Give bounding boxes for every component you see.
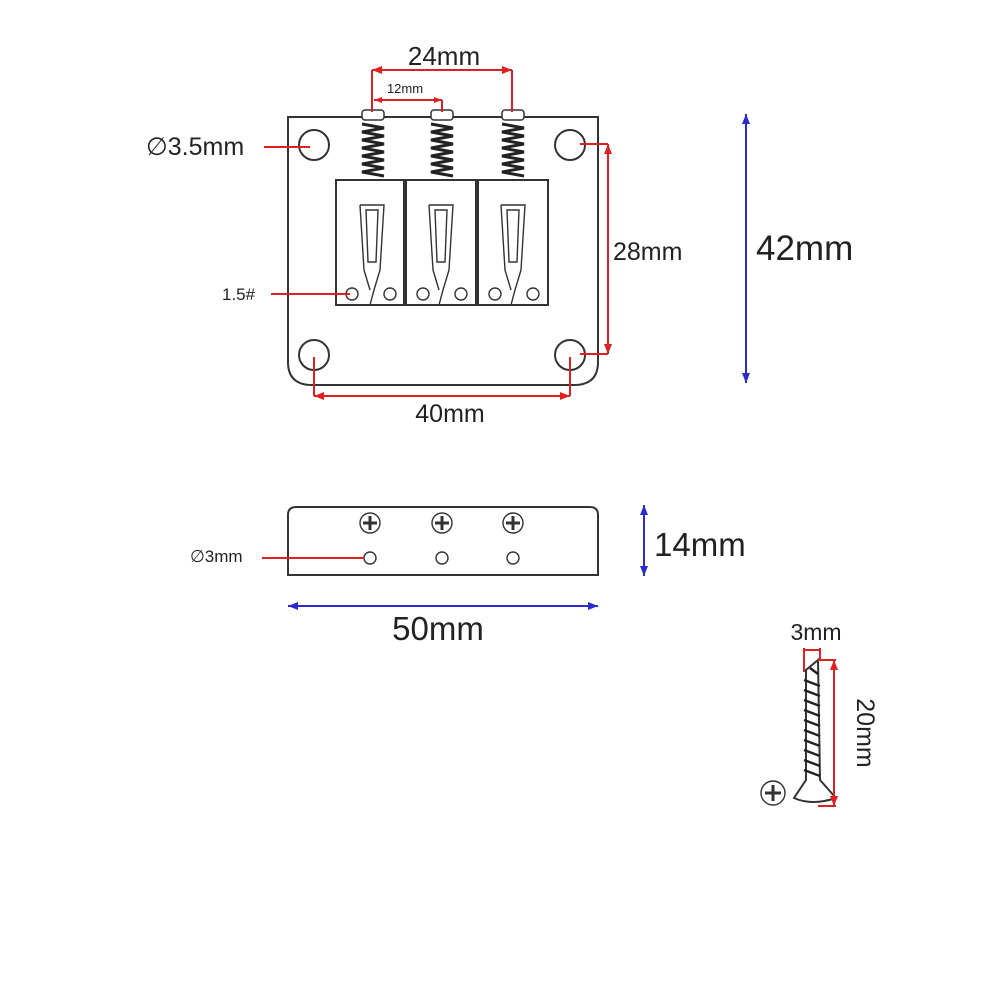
saddle-3 (477, 179, 549, 306)
dimension-42mm: 42mm (742, 114, 853, 383)
string-hole-3 (506, 551, 520, 565)
label-12mm: 12mm (387, 81, 423, 96)
dimension-screw-length: 20mm (818, 659, 879, 807)
saddle-1 (335, 179, 405, 306)
label-40mm: 40mm (415, 400, 484, 428)
saddle-2 (405, 179, 477, 306)
label-screw-length: 20mm (851, 698, 879, 767)
dimension-side-hole: ∅3mm (190, 547, 364, 566)
dimension-screw-diameter: 3mm (790, 619, 842, 672)
bridge-top-view (287, 109, 599, 386)
dimension-screw-size: 1.5# (222, 285, 350, 304)
phillips-screw-2 (431, 512, 453, 534)
screw-head-icon (760, 780, 786, 806)
intonation-screw-1 (361, 109, 385, 178)
dimension-12mm: 12mm (374, 81, 443, 112)
label-28mm: 28mm (613, 238, 682, 266)
label-24mm: 24mm (408, 41, 480, 71)
dimension-50mm: 50mm (288, 602, 598, 647)
mount-hole-top-left (298, 129, 330, 161)
phillips-screw-3 (502, 512, 524, 534)
dimension-hole-diameter: ∅3.5mm (146, 133, 310, 161)
wood-screw (792, 657, 838, 803)
label-50mm: 50mm (392, 610, 484, 647)
dimension-40mm: 40mm (313, 357, 571, 428)
label-hole-diameter: ∅3.5mm (146, 133, 244, 161)
bridge-side-view (287, 506, 599, 576)
phillips-screw-1 (359, 512, 381, 534)
dimension-14mm: 14mm (640, 505, 746, 576)
intonation-screw-3 (501, 109, 525, 178)
label-screw-size: 1.5# (222, 285, 256, 304)
string-hole-2 (435, 551, 449, 565)
dimension-28mm: 28mm (580, 143, 682, 355)
label-14mm: 14mm (654, 526, 746, 563)
label-42mm: 42mm (756, 229, 853, 268)
dimension-24mm: 24mm (371, 41, 513, 112)
label-side-hole: ∅3mm (190, 547, 243, 566)
label-screw-diameter: 3mm (790, 619, 841, 645)
